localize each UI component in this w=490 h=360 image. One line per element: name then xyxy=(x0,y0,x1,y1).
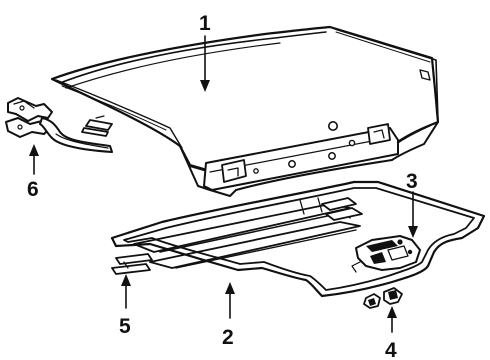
part-1-trunk-lid xyxy=(50,25,440,197)
callout-4: 4 xyxy=(385,339,397,360)
callout-5: 5 xyxy=(119,315,131,338)
part-3-latch xyxy=(351,235,421,273)
part-2-weatherstrip xyxy=(110,180,486,298)
callout-2: 2 xyxy=(222,326,234,349)
part-4-bumpers xyxy=(363,287,403,309)
part-5-clip xyxy=(111,253,153,275)
callout-labels: 1 2 3 4 5 6 xyxy=(27,12,418,360)
leader-lines xyxy=(29,35,418,333)
callout-6: 6 xyxy=(27,178,39,201)
callout-3: 3 xyxy=(406,170,418,193)
part-6-hinge xyxy=(5,97,113,153)
callout-1: 1 xyxy=(199,12,211,35)
